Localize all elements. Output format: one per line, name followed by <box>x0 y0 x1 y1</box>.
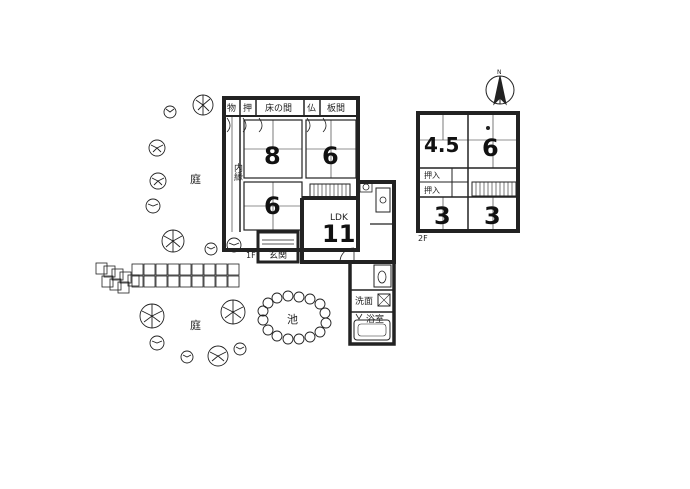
floor1-level-label: 1F <box>246 251 256 260</box>
pond-label: 池 <box>287 313 298 326</box>
tree-icon <box>180 350 194 364</box>
pond <box>257 290 332 345</box>
bathroom-label: 浴室 <box>366 313 384 325</box>
tree-icon <box>207 345 229 367</box>
room-size-3a: 3 <box>434 202 451 230</box>
floor1-walls <box>222 96 396 346</box>
tree-icon <box>149 172 167 190</box>
room-alcove-label: 床の間 <box>265 102 292 114</box>
garden-label-top: 庭 <box>190 172 201 186</box>
stepping-stones <box>95 262 240 294</box>
room-size-4-5: 4.5 <box>424 133 459 157</box>
entrance-label: 玄関 <box>269 249 287 261</box>
compass-icon <box>485 75 515 106</box>
tree-icon <box>220 299 246 325</box>
room-size-8: 8 <box>264 142 281 170</box>
compass-north-label: N <box>497 69 502 76</box>
tree-icon <box>233 342 247 356</box>
room-size-11: 11 <box>322 220 355 248</box>
ldk-label: LDK <box>330 213 349 223</box>
room-size-3b: 3 <box>484 202 501 230</box>
room-storage-label: 物 <box>227 102 236 114</box>
room-closet-label: 押 <box>243 102 252 114</box>
garden-label-bottom: 庭 <box>190 318 201 332</box>
room-size-6c: 6 <box>482 134 499 162</box>
tree-icon <box>145 198 161 214</box>
room-veranda-label: 内縁 <box>232 162 243 181</box>
tree-icon <box>148 139 166 157</box>
tree-icon <box>149 335 165 351</box>
room-wood-label: 板間 <box>327 102 345 114</box>
tree-icon <box>192 94 214 116</box>
room-size-6a: 6 <box>322 142 339 170</box>
tree-icon <box>139 303 165 329</box>
garden-trees <box>139 94 247 367</box>
closet-a-label: 押入 <box>424 170 440 180</box>
tree-icon <box>161 229 185 253</box>
closet-b-label: 押入 <box>424 185 440 195</box>
room-altar-label: 仏 <box>307 103 316 114</box>
floor2-walls <box>416 111 520 233</box>
tree-icon <box>163 105 177 119</box>
room-size-6b: 6 <box>264 192 281 220</box>
floor2-level-label: 2F <box>418 234 428 243</box>
tree-icon <box>204 242 218 256</box>
washroom-label: 洗面 <box>355 295 373 307</box>
